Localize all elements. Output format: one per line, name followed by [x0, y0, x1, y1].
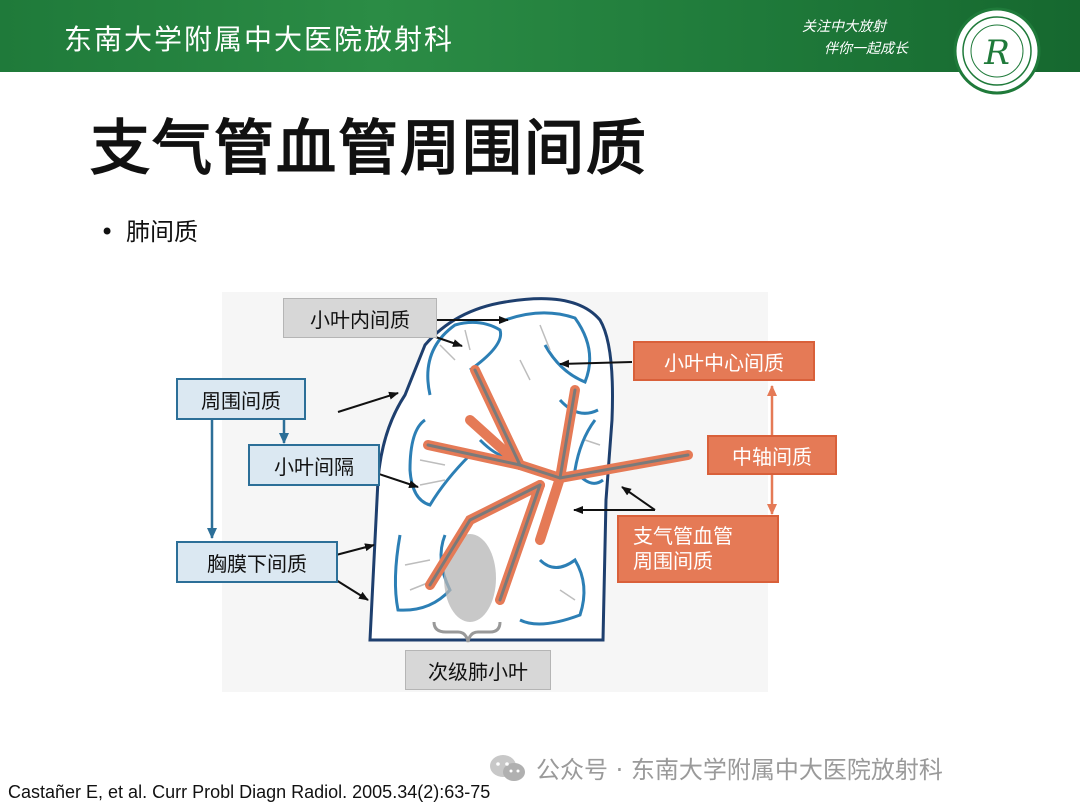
watermark-text: 公众号 · 东南大学附属中大医院放射科 — [536, 756, 943, 784]
label-peribronchovascular-line1: 支气管血管 — [633, 524, 733, 548]
bullet-item: • 肺间质 — [100, 212, 198, 247]
label-axial: 中轴间质 — [707, 435, 837, 475]
peripheral-connectors — [207, 418, 289, 539]
label-peripheral: 周围间质 — [176, 378, 306, 420]
bronchovascular-tree — [423, 365, 693, 605]
label-peribronchovascular: 支气管血管 周围间质 — [617, 515, 779, 583]
label-secondary-lobule: 次级肺小叶 — [405, 650, 551, 690]
radiology-logo-icon: R — [953, 7, 1041, 95]
interlobular-septa — [393, 311, 604, 626]
label-subpleural: 胸膜下间质 — [176, 541, 338, 583]
hospital-title: 东南大学附属中大医院放射科 — [64, 23, 455, 56]
annotation-arrows — [335, 316, 656, 601]
wechat-icon — [490, 754, 525, 781]
citation: Castañer E, et al. Curr Probl Diagn Radi… — [8, 782, 491, 802]
lobule-outline — [368, 297, 614, 642]
bullet-text: 肺间质 — [126, 218, 198, 246]
label-peribronchovascular-line2: 周围间质 — [633, 549, 713, 573]
header-slogan: 关注中大放射 伴你一起成长 — [790, 16, 940, 60]
slogan-line-1: 关注中大放射 — [802, 19, 886, 35]
label-interlobular-septa: 小叶间隔 — [248, 444, 380, 486]
bullet-dot-icon: • — [100, 218, 115, 246]
slide-title: 支气管血管周围间质 — [90, 114, 648, 184]
wechat-watermark: 公众号 · 东南大学附属中大医院放射科 — [488, 750, 943, 785]
intralobular-fibers — [404, 324, 601, 601]
label-intralobular: 小叶内间质 — [283, 298, 437, 338]
secondary-lobule-region — [444, 534, 496, 622]
secondary-lobule-brace — [432, 621, 502, 643]
header-bar: 东南大学附属中大医院放射科 关注中大放射 伴你一起成长 R — [0, 0, 1080, 95]
logo-letter: R — [983, 33, 1010, 73]
slogan-line-2: 伴你一起成长 — [824, 41, 908, 57]
label-centrilobular: 小叶中心间质 — [633, 341, 815, 381]
